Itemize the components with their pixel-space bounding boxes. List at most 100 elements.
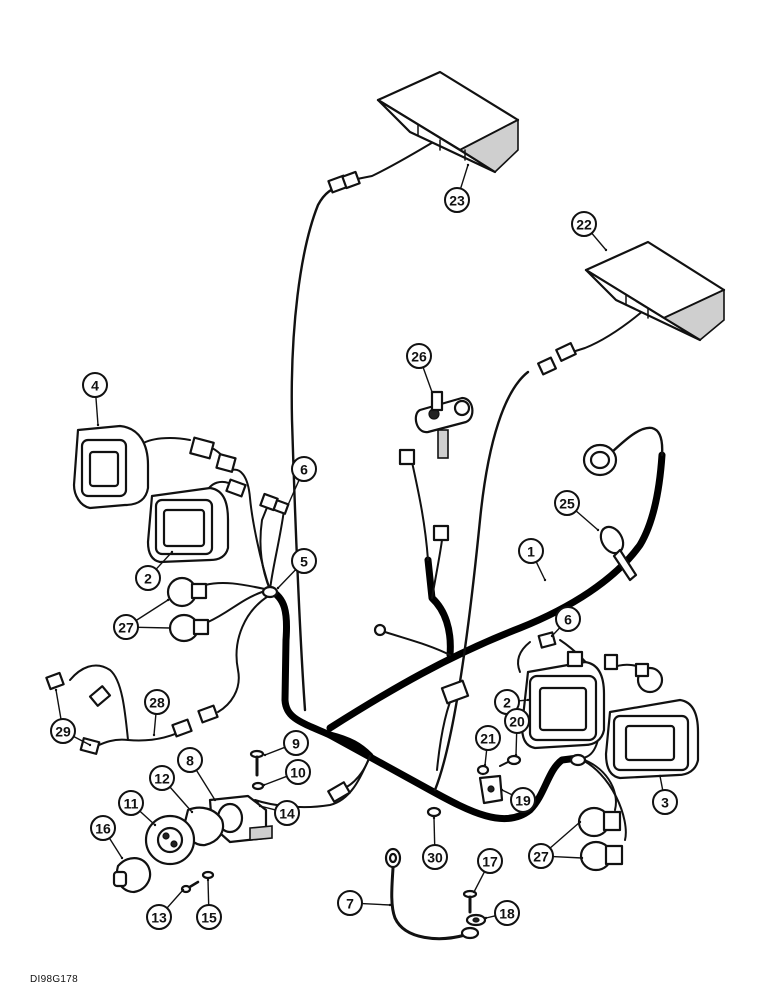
callout-number: 15	[201, 910, 217, 926]
callout-number: 28	[149, 695, 165, 711]
callout-bubble	[285, 759, 311, 785]
callout-number: 11	[124, 796, 139, 812]
callout-number: 2	[503, 695, 511, 711]
callout-29: 29	[50, 688, 92, 747]
lamp-4	[72, 424, 237, 510]
callout-leader	[137, 626, 171, 629]
callout-leader-tip	[166, 598, 170, 602]
callout-number: 4	[91, 378, 99, 394]
callout-5: 5	[276, 548, 317, 590]
callout-leader	[552, 855, 583, 859]
callout-bubble	[555, 606, 581, 632]
callout-number: 22	[576, 217, 592, 233]
callout-bubble	[82, 372, 108, 398]
callout-leader-tip	[466, 163, 470, 167]
callout-bubble	[113, 614, 139, 640]
callout-leader	[169, 786, 193, 813]
callout-leader	[501, 789, 513, 796]
callout-8: 8	[177, 747, 217, 802]
callout-leader	[139, 810, 156, 826]
callout-leader-tip	[543, 578, 547, 582]
callout-layer: 1223456678910111213141516171819202122232…	[50, 163, 678, 930]
hardware-fasteners	[249, 749, 522, 927]
callout-bubble	[146, 904, 172, 930]
callout-leader-tip	[263, 753, 267, 757]
callout-number: 17	[482, 854, 498, 870]
callout-11: 11	[118, 790, 157, 827]
callout-7: 7	[337, 890, 392, 916]
lamp-23	[327, 70, 520, 194]
callout-number: 23	[449, 193, 465, 209]
callout-25: 25	[554, 490, 600, 532]
callout-leader	[659, 775, 664, 791]
callout-leader-tip	[96, 423, 100, 427]
lamp-2-right	[520, 631, 619, 750]
callout-leader-tip	[181, 888, 185, 892]
callout-number: 13	[151, 910, 167, 926]
callout-leader-tip	[262, 783, 266, 787]
callout-leader-tip	[472, 890, 476, 894]
callout-leader	[259, 805, 276, 811]
callout-number: 6	[564, 612, 572, 628]
callout-leader	[422, 367, 433, 393]
ground-lead-7	[384, 847, 480, 940]
callout-leader	[55, 689, 62, 720]
callout-leader	[535, 561, 546, 581]
callout-leader-tip	[120, 856, 124, 860]
callout-20: 20	[504, 708, 530, 757]
callout-15: 15	[196, 878, 222, 930]
callout-leader	[135, 599, 169, 622]
callout-number: 8	[186, 753, 194, 769]
callout-leader-tip	[604, 248, 608, 252]
callout-bubble	[571, 211, 597, 237]
drawing-code: DI98G178	[30, 974, 78, 985]
callout-leader	[73, 735, 91, 746]
callout-leader-tip	[514, 753, 518, 757]
callout-bubble	[50, 718, 76, 744]
callout-14: 14	[258, 800, 300, 826]
callout-leader	[485, 915, 496, 919]
callout-leader-tip	[213, 798, 217, 802]
callout-bubble	[477, 848, 503, 874]
callout-leader-tip	[206, 878, 210, 882]
callout-leader	[277, 569, 297, 589]
callout-leader-tip	[580, 856, 584, 860]
callout-leader	[549, 821, 581, 849]
callout-number: 25	[559, 496, 575, 512]
callout-leader	[361, 902, 391, 906]
callout-number: 21	[480, 731, 496, 747]
grommet-5	[261, 585, 279, 599]
callout-leader	[155, 551, 173, 570]
callout-number: 30	[427, 850, 443, 866]
callout-leader-tip	[153, 823, 157, 827]
callout-10: 10	[262, 759, 311, 787]
callout-bubble	[504, 708, 530, 734]
callout-leader	[166, 889, 184, 909]
callout-number: 27	[533, 849, 549, 865]
callout-leader-tip	[286, 503, 290, 507]
callout-bubble	[283, 730, 309, 756]
callout-leader	[433, 817, 436, 846]
callout-bubble	[444, 187, 470, 213]
callout-number: 2	[144, 571, 152, 587]
callout-number: 19	[515, 793, 531, 809]
callout-leader	[263, 775, 288, 786]
callout-bubble	[144, 689, 170, 715]
callout-leader	[591, 232, 607, 251]
callout-number: 29	[55, 724, 71, 740]
callout-number: 7	[346, 896, 354, 912]
callout-28: 28	[144, 689, 170, 737]
ring-terminals	[327, 623, 470, 803]
callout-leader-tip	[658, 774, 662, 778]
callout-bubble	[528, 843, 554, 869]
callout-leader-tip	[596, 528, 600, 532]
callout-bubble	[90, 815, 116, 841]
callout-3: 3	[652, 774, 678, 815]
callout-leader-tip	[430, 390, 434, 394]
callout-leader-tip	[484, 916, 488, 920]
callout-leader	[484, 749, 488, 766]
socket-assembly	[112, 794, 273, 894]
callout-leader	[95, 396, 99, 426]
callout-bubble	[291, 548, 317, 574]
callout-27b: 27	[528, 820, 584, 869]
